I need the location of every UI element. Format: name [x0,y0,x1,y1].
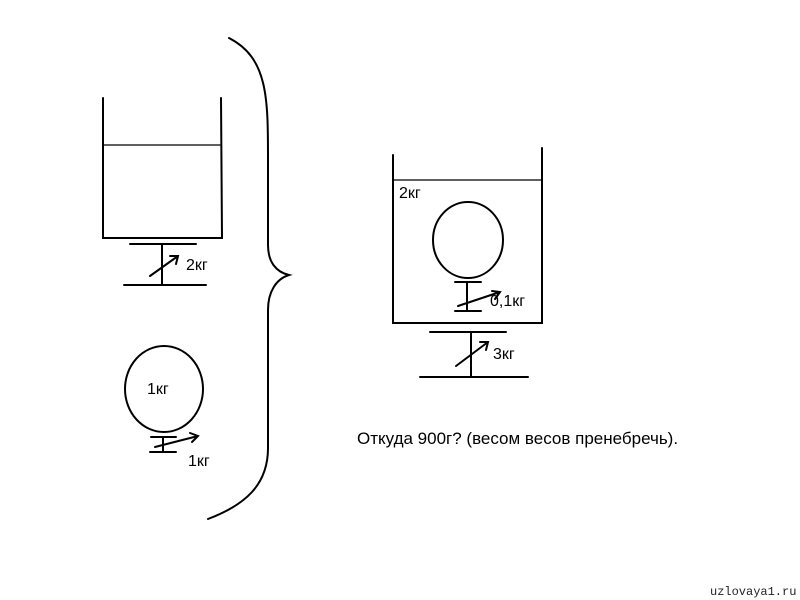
left-scale-arrow [149,255,180,277]
left-ball [124,345,204,433]
right-ball [432,201,504,279]
left-ball-label: 1кг [147,381,169,398]
left-ball-scale-arrow [154,432,200,448]
left-container [102,97,224,239]
right-ball-scale-arrow [457,290,502,307]
watermark: uzlovaya1.ru [710,585,796,599]
curly-brace [207,37,293,520]
left-ball-scale-label: 1кг [188,453,210,470]
right-scale-arrow [455,341,490,367]
right-water-label: 2кг [399,185,421,202]
left-ball-group: 1кг 1кг [124,345,210,470]
right-container-group: 2кг 0,1кг 3кг [392,147,543,378]
right-ball-scale-label: 0,1кг [490,293,525,310]
right-container [392,147,543,324]
left-container-group: 2кг [102,97,224,286]
question-text: Откуда 900г? (весом весов пренебречь). [357,429,678,448]
left-scale-label: 2кг [186,257,208,274]
right-scale-label: 3кг [493,346,515,363]
